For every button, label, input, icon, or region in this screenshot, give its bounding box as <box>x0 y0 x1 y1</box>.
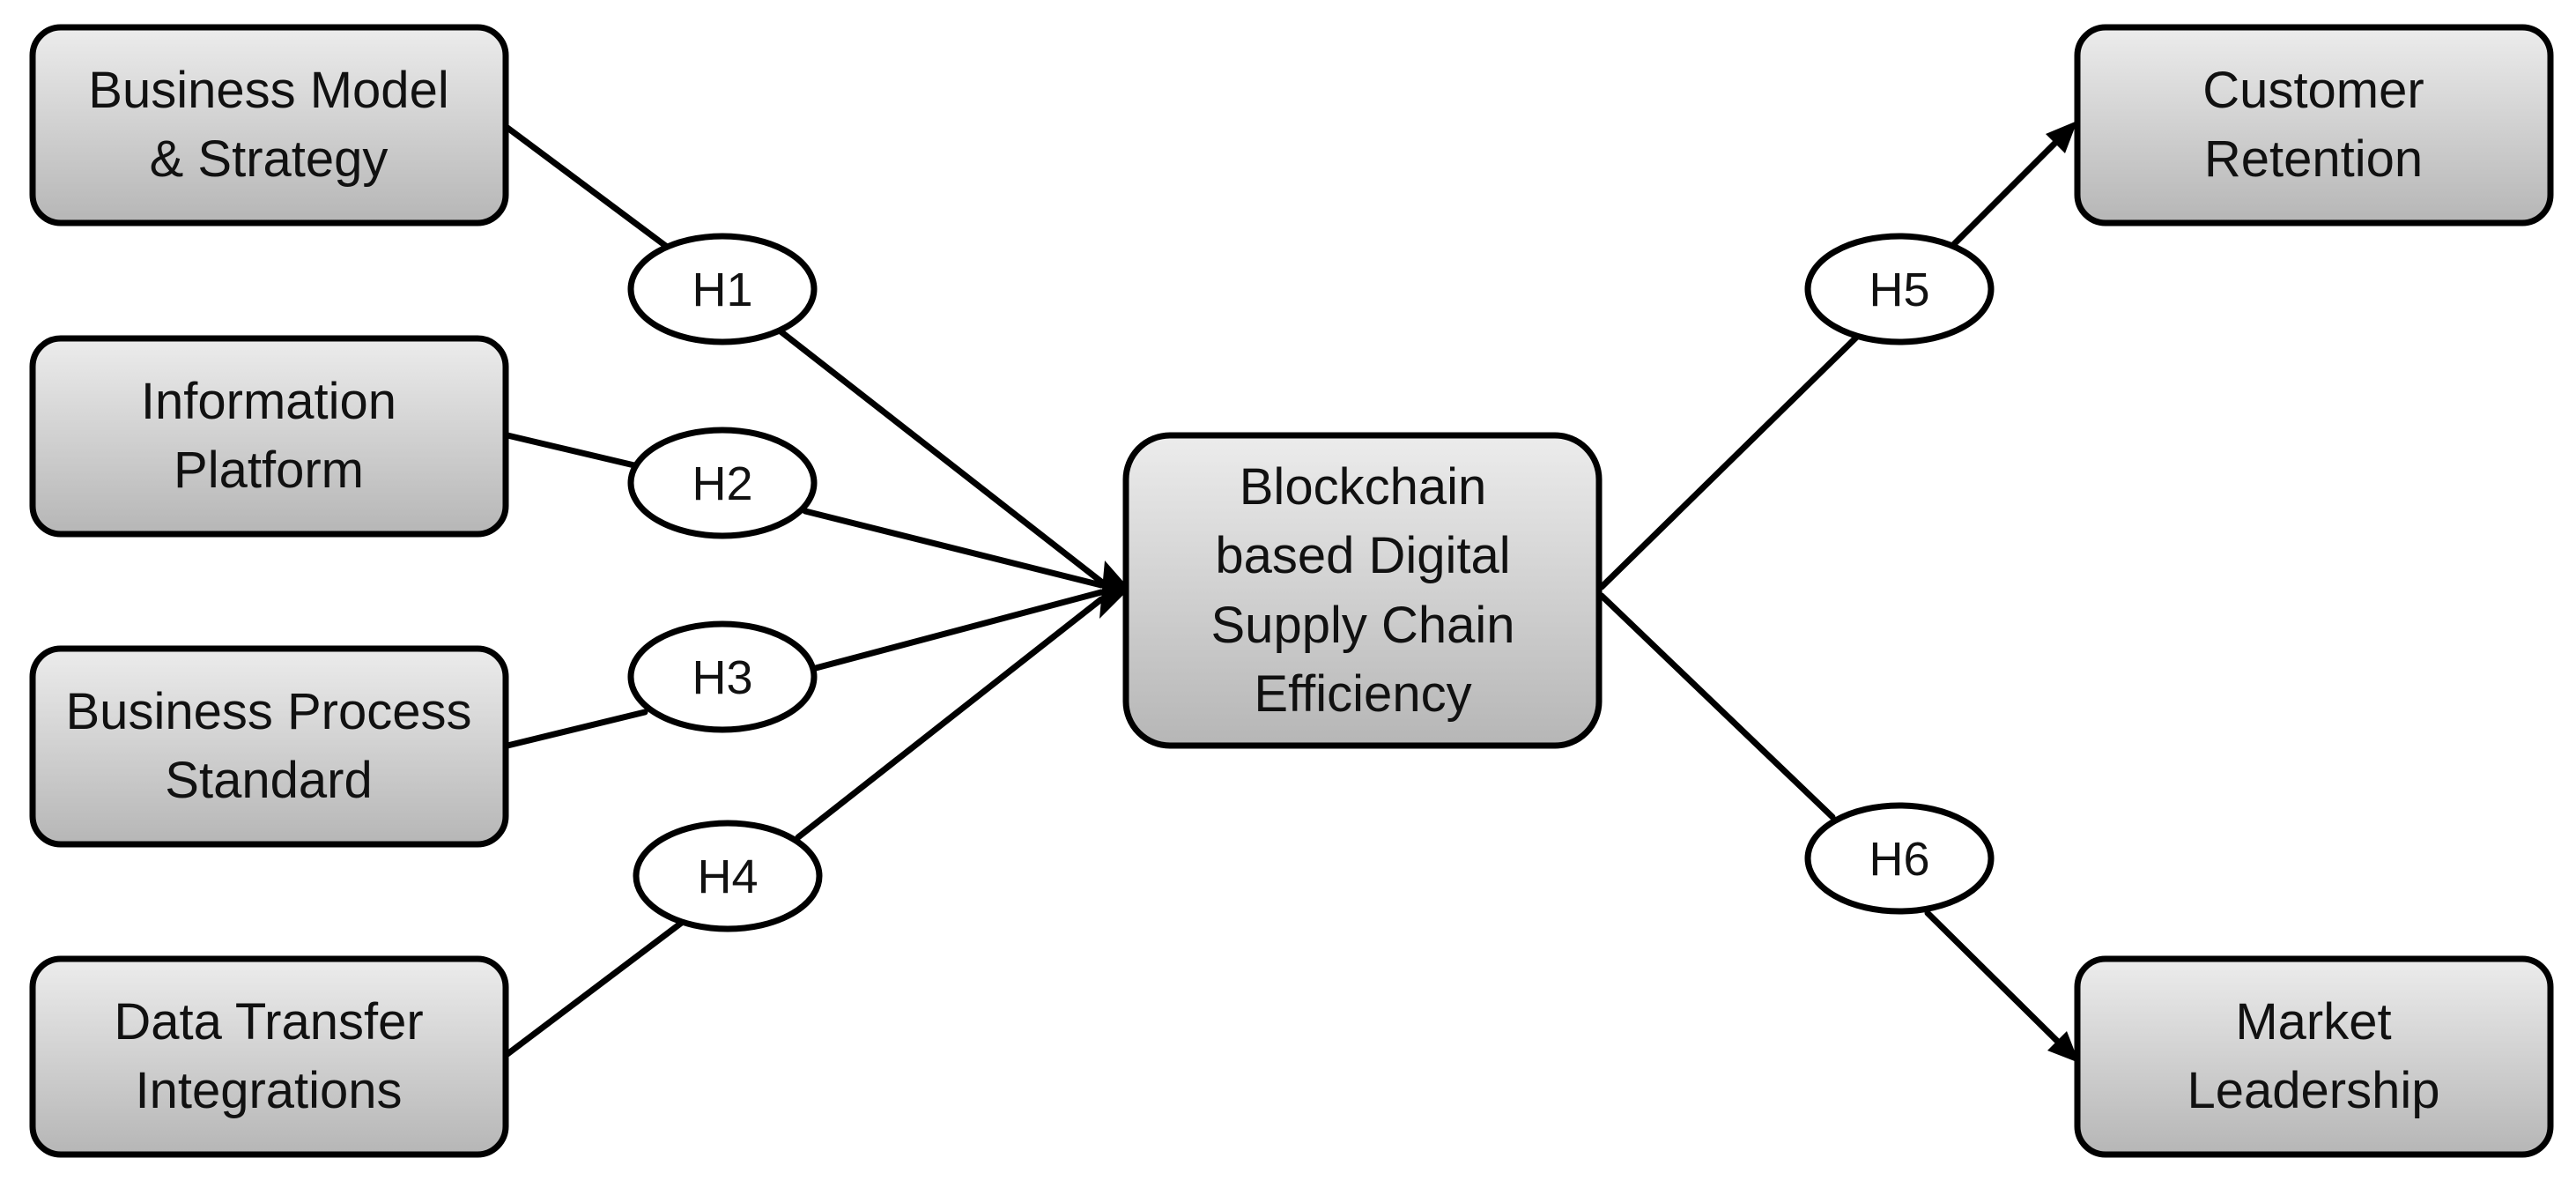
node-market-leadership: Market Leadership <box>2074 955 2554 1158</box>
node-market-leadership-line2: Leadership <box>2187 1062 2440 1119</box>
connector-h1-central <box>777 328 1105 585</box>
connector-information-platform-h2 <box>504 432 638 469</box>
node-customer-retention-line1: Customer <box>2202 62 2424 119</box>
hypothesis-h1-label: H1 <box>692 264 752 316</box>
connector-h2-central <box>802 508 1105 589</box>
hypothesis-h6-label: H6 <box>1869 833 1929 886</box>
node-business-model-line2: & Strategy <box>150 130 389 188</box>
connector-business-model-h1 <box>504 124 670 250</box>
node-data-transfer: Data Transfer Integrations <box>29 955 509 1158</box>
arrowheads <box>1099 121 2079 1063</box>
hypothesis-h5-label: H5 <box>1869 264 1929 316</box>
hypothesis-h4: H4 <box>633 820 823 932</box>
node-central-line1: Blockchain <box>1240 458 1486 516</box>
arrowhead-central <box>1099 561 1129 619</box>
connector-h3-central <box>812 589 1105 672</box>
connector-h5-customer-retention <box>1951 129 2069 248</box>
hypothesis-h3-label: H3 <box>692 651 752 704</box>
connector-business-process-h3 <box>504 709 648 749</box>
node-business-process-line1: Business Process <box>66 683 472 740</box>
node-information-platform-line2: Platform <box>174 442 364 499</box>
connector-h6-market-leadership <box>1924 910 2065 1049</box>
node-information-platform: Information Platform <box>29 335 509 538</box>
hypothesis-h6: H6 <box>1804 802 1995 915</box>
node-business-process-line2: Standard <box>165 752 372 809</box>
node-central: Blockchain based Digital Supply Chain Ef… <box>1122 432 1603 749</box>
node-central-line4: Efficiency <box>1254 665 1471 723</box>
hypothesis-h1: H1 <box>627 233 818 345</box>
node-central-line2: based Digital <box>1215 527 1510 584</box>
node-business-process: Business Process Standard <box>29 645 509 848</box>
connector-data-transfer-h4 <box>504 918 686 1058</box>
node-customer-retention: Customer Retention <box>2074 24 2554 226</box>
connector-central-h6 <box>1598 592 1836 820</box>
node-information-platform-line1: Information <box>141 373 396 430</box>
node-central-line3: Supply Chain <box>1211 597 1515 654</box>
node-customer-retention-line2: Retention <box>2204 130 2423 188</box>
hypothesis-h4-label: H4 <box>697 850 758 903</box>
node-business-model: Business Model & Strategy <box>29 24 509 226</box>
connector-h4-central <box>795 596 1105 841</box>
node-data-transfer-line1: Data Transfer <box>114 993 423 1051</box>
node-market-leadership-line1: Market <box>2235 993 2391 1051</box>
hypothesis-h3: H3 <box>627 620 818 733</box>
arrowhead-customer-retention <box>2046 121 2077 153</box>
node-data-transfer-line2: Integrations <box>135 1062 402 1119</box>
node-business-model-line1: Business Model <box>88 62 448 119</box>
arrowhead-market-leadership <box>2047 1031 2079 1063</box>
connector-central-h5 <box>1598 330 1864 590</box>
connectors <box>504 124 2069 1058</box>
hypothesis-h5: H5 <box>1804 233 1995 345</box>
hypothesis-h2-label: H2 <box>692 457 752 510</box>
hypothesis-h2: H2 <box>627 427 818 539</box>
